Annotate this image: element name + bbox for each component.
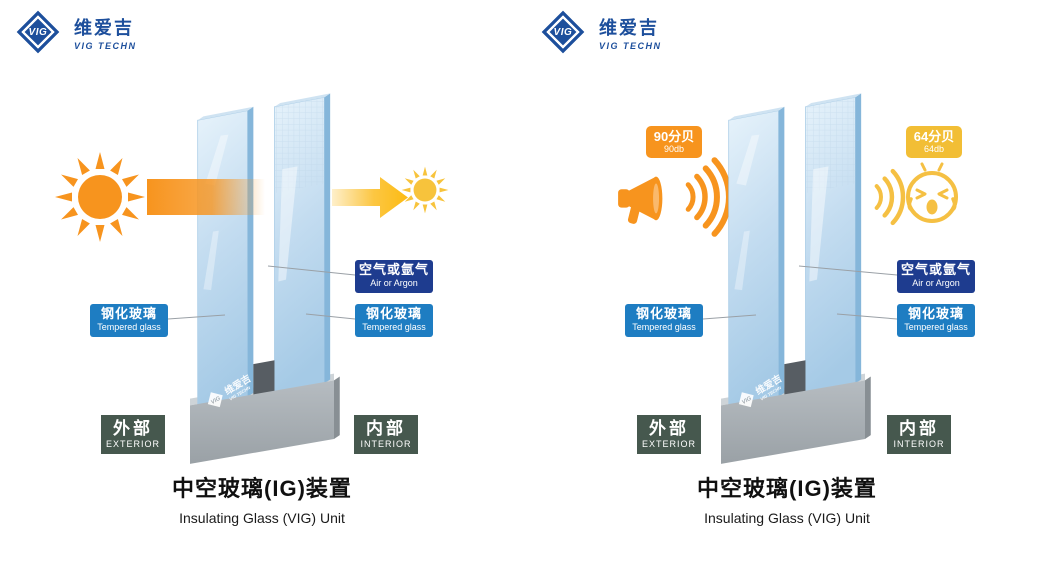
glass-unit — [720, 92, 872, 465]
tag-exterior-en: EXTERIOR — [105, 438, 160, 449]
vig-logo-text: 维爱吉 VIG TECHN — [599, 14, 662, 51]
crying-face-icon — [906, 162, 958, 223]
sun-icon — [55, 152, 145, 242]
label-air-or-argon: 空气或氩气 Air or Argon — [897, 260, 975, 293]
small-sun-icon — [402, 167, 449, 214]
sound-waves-quiet-icon — [874, 168, 906, 226]
vig-logo: VIG 维爱吉 VIG TECHN — [539, 8, 662, 56]
panel-acoustic: VIG 维爱吉 VIG TECHN — [525, 0, 1049, 566]
vig-mark-text: VIG — [28, 26, 48, 38]
vig-logo-cn: 维爱吉 — [74, 17, 134, 38]
heat-arrow-out-icon — [332, 177, 408, 218]
tag-interior: 内部 INTERIOR — [887, 415, 951, 454]
tag-exterior-cn: 外部 — [113, 419, 153, 438]
label-air-en: Air or Argon — [912, 277, 960, 288]
heat-arrow-in-icon — [147, 179, 265, 215]
vig-diamond-icon: VIG — [16, 10, 60, 54]
tag-interior-en: INTERIOR — [360, 438, 412, 449]
label-tempered-outer-en: Tempered glass — [97, 321, 161, 332]
vig-logo-mark: VIG — [539, 8, 587, 56]
tag-exterior-en: EXTERIOR — [641, 438, 696, 449]
label-tempered-outer-cn: 钢化玻璃 — [100, 306, 157, 321]
label-tempered-outer-en: Tempered glass — [632, 321, 696, 332]
vig-mark-text: VIG — [553, 26, 573, 38]
label-air-cn: 空气或氩气 — [359, 262, 430, 277]
label-tempered-glass-outer: 钢化玻璃 Tempered glass — [90, 304, 168, 337]
glass-unit — [189, 92, 341, 465]
tag-exterior-cn: 外部 — [649, 419, 689, 438]
tag-interior-en: INTERIOR — [893, 438, 945, 449]
label-tempered-glass-inner: 钢化玻璃 Tempered glass — [355, 304, 433, 337]
vig-logo-text: 维爱吉 VIG TECHN — [74, 14, 137, 51]
panel-title-en: Insulating Glass (VIG) Unit — [704, 510, 870, 526]
badge-64db-cn: 64分贝 — [913, 129, 955, 144]
badge-90db-cn: 90分贝 — [653, 129, 695, 144]
badge-90db: 90分贝 90db — [646, 126, 702, 159]
vig-logo-sub: VIG TECHN — [74, 40, 137, 51]
badge-64db: 64分贝 64db — [906, 126, 962, 159]
panel-title-cn: 中空玻璃(IG)装置 — [697, 476, 877, 501]
thermal-diagram-art — [0, 92, 524, 465]
panel-title-cn: 中空玻璃(IG)装置 — [172, 476, 352, 501]
panel-title-en: Insulating Glass (VIG) Unit — [179, 510, 345, 526]
acoustic-diagram-art — [618, 92, 958, 465]
label-tempered-inner-en: Tempered glass — [362, 321, 426, 332]
vig-logo: VIG 维爱吉 VIG TECHN — [14, 8, 137, 56]
vig-diamond-icon: VIG — [541, 10, 585, 54]
megaphone-icon — [618, 176, 663, 225]
leader-lines — [702, 265, 898, 320]
label-tempered-outer-cn: 钢化玻璃 — [635, 306, 692, 321]
label-tempered-glass-outer: 钢化玻璃 Tempered glass — [625, 304, 703, 337]
vig-logo-mark: VIG — [14, 8, 62, 56]
tag-exterior: 外部 EXTERIOR — [637, 415, 701, 454]
tag-interior-cn: 内部 — [366, 419, 406, 438]
label-tempered-inner-cn: 钢化玻璃 — [907, 306, 964, 321]
label-tempered-inner-en: Tempered glass — [904, 321, 968, 332]
panel-title: 中空玻璃(IG)装置 Insulating Glass (VIG) Unit — [0, 471, 524, 526]
tag-exterior: 外部 EXTERIOR — [101, 415, 165, 454]
badge-90db-en: 90db — [663, 143, 685, 154]
label-tempered-inner-cn: 钢化玻璃 — [365, 306, 422, 321]
label-air-or-argon: 空气或氩气 Air or Argon — [355, 260, 433, 293]
badge-64db-en: 64db — [923, 143, 945, 154]
panel-thermal: VIG 维爱吉 VIG TECHN 空气或氩气 Air or Argon — [0, 0, 524, 566]
label-air-cn: 空气或氩气 — [901, 262, 972, 277]
label-tempered-glass-inner: 钢化玻璃 Tempered glass — [897, 304, 975, 337]
vig-logo-cn: 维爱吉 — [599, 17, 659, 38]
sound-waves-loud-icon — [685, 157, 732, 237]
vig-logo-sub: VIG TECHN — [599, 40, 662, 51]
leader-lines — [167, 265, 356, 320]
panel-title: 中空玻璃(IG)装置 Insulating Glass (VIG) Unit — [525, 471, 1049, 526]
label-air-en: Air or Argon — [370, 277, 418, 288]
tag-interior-cn: 内部 — [899, 419, 939, 438]
tag-interior: 内部 INTERIOR — [354, 415, 418, 454]
